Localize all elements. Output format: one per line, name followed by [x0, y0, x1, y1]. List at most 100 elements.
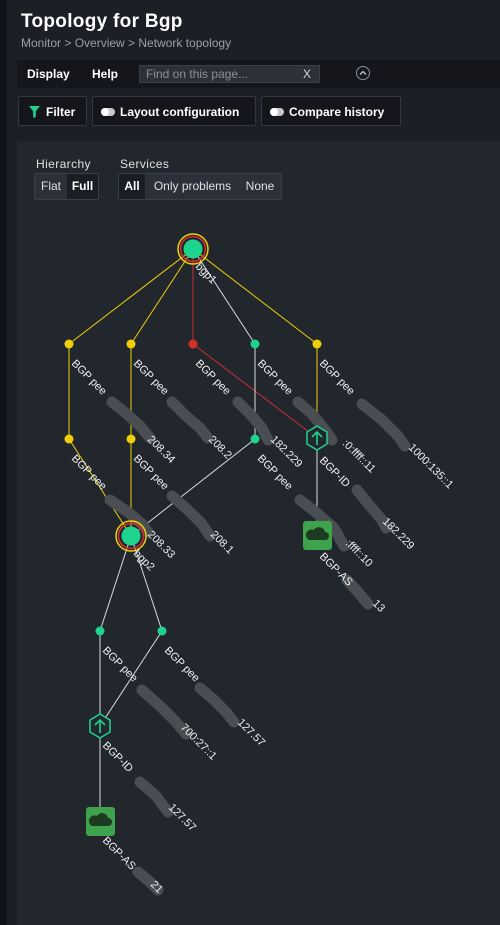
bgp-as-cloud-icon[interactable]	[303, 521, 332, 550]
service-node[interactable]	[64, 339, 74, 349]
layout-configuration-button[interactable]: Layout configuration	[92, 96, 256, 126]
compare-history-label: Compare history	[289, 105, 385, 119]
node-label: BGP pee	[162, 645, 202, 685]
service-node[interactable]	[126, 434, 136, 444]
host-status-dot	[121, 526, 141, 546]
filter-label: Filter	[46, 105, 76, 119]
page-header	[7, 0, 500, 58]
hierarchy-full-option[interactable]: Full	[67, 174, 98, 199]
node-labels: bgp1 bgp2 BGP pee 208.34 BGP pee 208.2 B…	[69, 261, 456, 896]
services-label: Services	[120, 157, 170, 171]
redaction-mark	[104, 494, 154, 538]
menu-display[interactable]: Display	[27, 67, 70, 81]
redaction-mark	[194, 682, 240, 728]
edge	[99, 630, 163, 727]
node-label: BGP-AS	[100, 835, 138, 873]
service-node[interactable]	[157, 626, 167, 636]
redaction-mark	[166, 396, 214, 444]
node-label: 182.229	[380, 516, 417, 553]
service-node[interactable]	[64, 434, 74, 444]
node-label: 127.57	[235, 717, 267, 749]
node-label: :ffff::10	[343, 538, 375, 570]
bgp-id-hexagon-icon[interactable]	[306, 425, 328, 451]
redaction-mark	[106, 396, 156, 444]
service-node[interactable]	[126, 339, 136, 349]
compare-history-button[interactable]: Compare history	[261, 96, 401, 126]
node-label: 208.33	[145, 529, 177, 561]
clear-search-icon[interactable]: X	[302, 67, 311, 81]
host-node-bgp1[interactable]	[177, 233, 209, 265]
redaction-mark	[166, 490, 216, 542]
hierarchy-toggle: Flat Full	[34, 173, 99, 200]
status-ring-crit	[179, 235, 207, 263]
redaction-mark	[132, 866, 164, 896]
breadcrumb[interactable]: Monitor > Overview > Network topology	[21, 36, 232, 50]
page-title: Topology for Bgp	[21, 11, 183, 32]
node-label: 1000:135::1	[406, 442, 456, 492]
node-label: 208.34	[145, 434, 177, 466]
menu-help[interactable]: Help	[92, 67, 119, 81]
node-label: 208.1	[208, 529, 236, 557]
service-node[interactable]	[312, 339, 322, 349]
search-input[interactable]	[146, 67, 296, 81]
service-node[interactable]	[188, 339, 198, 349]
services-toggle: All Only problems None	[118, 173, 282, 200]
node-label: BGP pee	[69, 453, 109, 493]
redaction-mark	[351, 484, 392, 534]
redaction-marks	[104, 396, 411, 896]
window-edge	[0, 0, 7, 925]
edge	[99, 535, 132, 632]
redaction-mark	[134, 776, 174, 818]
redaction-mark	[356, 398, 411, 452]
toggle-icon	[101, 108, 115, 116]
edge	[130, 535, 163, 632]
node-label: :0:ffff::11	[340, 438, 378, 476]
node-label: 208.2	[206, 434, 234, 462]
node-label: BGP pee	[317, 358, 357, 398]
bgp-as-cloud-icon[interactable]	[86, 807, 115, 836]
status-ring-warn	[177, 233, 209, 265]
edge	[192, 248, 318, 345]
service-node[interactable]	[250, 339, 260, 349]
host-node-bgp2[interactable]	[115, 520, 147, 552]
status-ring-warn	[115, 520, 147, 552]
services-only-problems-option[interactable]: Only problems	[153, 179, 232, 193]
node-label: BGP pee	[255, 358, 295, 398]
layout-configuration-label: Layout configuration	[120, 105, 240, 119]
bgp-id-hexagon-icon[interactable]	[89, 713, 111, 739]
filter-button[interactable]: Filter	[18, 96, 87, 126]
hierarchy-label: Hierarchy	[36, 157, 91, 171]
node-label: 127.57	[166, 802, 198, 834]
hierarchy-flat-option[interactable]: Flat	[40, 179, 61, 193]
host-status-dot	[183, 239, 203, 259]
services-none-option[interactable]: None	[245, 179, 275, 193]
toggle-icon	[270, 108, 284, 116]
node-label: 700:27::1	[178, 722, 219, 763]
node-label: BGP pee	[131, 358, 171, 398]
services-all-option[interactable]: All	[119, 174, 145, 199]
collapse-header-button[interactable]	[356, 66, 370, 80]
node-label: BGP pee	[193, 358, 233, 398]
service-node[interactable]	[95, 626, 105, 636]
filter-icon	[29, 106, 40, 118]
status-ring-crit	[117, 522, 145, 550]
node-label: BGP pee	[100, 645, 140, 685]
search-box: X	[139, 65, 320, 83]
node-label: BGP pee	[69, 358, 109, 398]
node-label: BGP-ID	[100, 740, 135, 775]
node-label: bgp2	[131, 548, 157, 574]
edge	[130, 438, 256, 537]
topology-panel	[17, 141, 500, 925]
service-node[interactable]	[250, 434, 260, 444]
chevron-up-icon	[359, 70, 367, 75]
node-label: BGP-AS	[317, 551, 355, 589]
node-label: 13	[370, 598, 387, 615]
edge	[68, 248, 194, 345]
redaction-mark	[136, 684, 192, 740]
edge	[130, 248, 194, 345]
edge	[68, 438, 132, 537]
redaction-mark	[341, 574, 374, 610]
node-label: BGP-ID	[317, 455, 352, 490]
redaction-mark	[232, 396, 274, 446]
